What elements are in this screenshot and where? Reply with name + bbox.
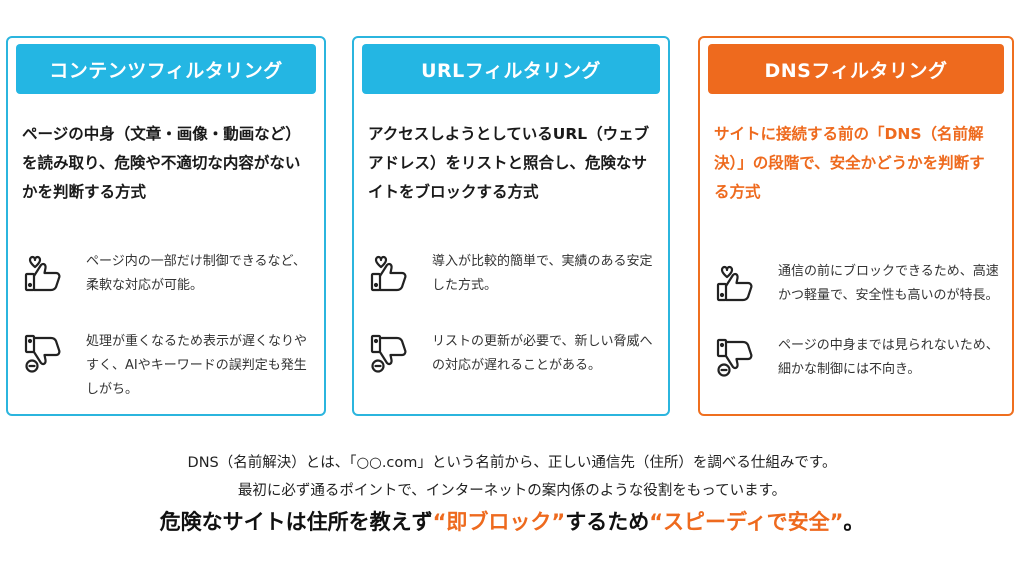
card-title: DNSフィルタリング <box>708 44 1004 94</box>
con-row: 処理が重くなるため表示が遅くなりやすく、AIやキーワードの誤判定も発生しがち。 <box>22 330 314 402</box>
con-text: ページの中身までは見られないため、細かな制御には不向き。 <box>778 338 999 377</box>
con-text: 処理が重くなるため表示が遅くなりやすく、AIやキーワードの誤判定も発生しがち。 <box>86 334 308 397</box>
thumbs-up-heart-icon <box>24 255 61 292</box>
card-title: コンテンツフィルタリング <box>16 44 316 94</box>
pro-text: 通信の前にブロックできるため、高速かつ軽量で、安全性も高いのが特長。 <box>778 264 999 303</box>
pro-row: 導入が比較的簡単で、実績のある安定した方式。 <box>368 250 658 298</box>
con-row: リストの更新が必要で、新しい脅威への対応が遅れることがある。 <box>368 330 658 378</box>
pro-row: ページ内の一部だけ制御できるなど、柔軟な対応が可能。 <box>22 250 314 298</box>
con-row: ページの中身までは見られないため、細かな制御には不向き。 <box>714 334 1002 382</box>
card-description: アクセスしようとしているURL（ウェブアドレス）をリストと照合し、危険なサイトを… <box>368 125 650 201</box>
thumbs-up-heart-icon <box>716 265 753 302</box>
card-description: ページの中身（文章・画像・動画など）を読み取り、危険や不適切な内容がないかを判断… <box>22 125 301 201</box>
footer-text: 。 <box>843 510 865 534</box>
card-description: サイトに接続する前の「DNS（名前解決）」の段階で、安全かどうかを判断する方式 <box>714 125 985 201</box>
thumbs-down-minus-icon <box>716 338 753 377</box>
thumbs-down-minus-icon <box>24 334 61 373</box>
pro-row: 通信の前にブロックできるため、高速かつ軽量で、安全性も高いのが特長。 <box>714 260 1002 308</box>
footer-text: 危険なサイトは住所を教えず <box>159 510 433 534</box>
pro-text: ページ内の一部だけ制御できるなど、柔軟な対応が可能。 <box>86 254 306 293</box>
con-text: リストの更新が必要で、新しい脅威への対応が遅れることがある。 <box>432 334 653 373</box>
footer-line-2: 最初に必ず通るポイントで、インターネットの案内係のような役割をもっています。 <box>237 483 787 499</box>
thumbs-down-minus-icon <box>370 334 407 373</box>
footer-highlight: “即ブロック” <box>432 510 566 534</box>
footer-highlight: “スピーディで安全” <box>649 510 844 534</box>
pro-text: 導入が比較的簡単で、実績のある安定した方式。 <box>432 254 653 293</box>
card-dns-filtering: DNSフィルタリング サイトに接続する前の「DNS（名前解決）」の段階で、安全か… <box>698 36 1014 416</box>
card-title: URLフィルタリング <box>362 44 660 94</box>
card-content-filtering: コンテンツフィルタリング ページの中身（文章・画像・動画など）を読み取り、危険や… <box>6 36 326 416</box>
card-url-filtering: URLフィルタリング アクセスしようとしているURL（ウェブアドレス）をリストと… <box>352 36 670 416</box>
thumbs-up-heart-icon <box>370 255 407 292</box>
footer-line-1: DNS（名前解決）とは、「○○.com」という名前から、正しい通信先（住所）を調… <box>187 455 837 471</box>
footer-line-3: 危険なサイトは住所を教えず“即ブロック”するため“スピーディで安全”。 <box>0 506 1024 536</box>
footer-text: するため <box>565 510 650 534</box>
